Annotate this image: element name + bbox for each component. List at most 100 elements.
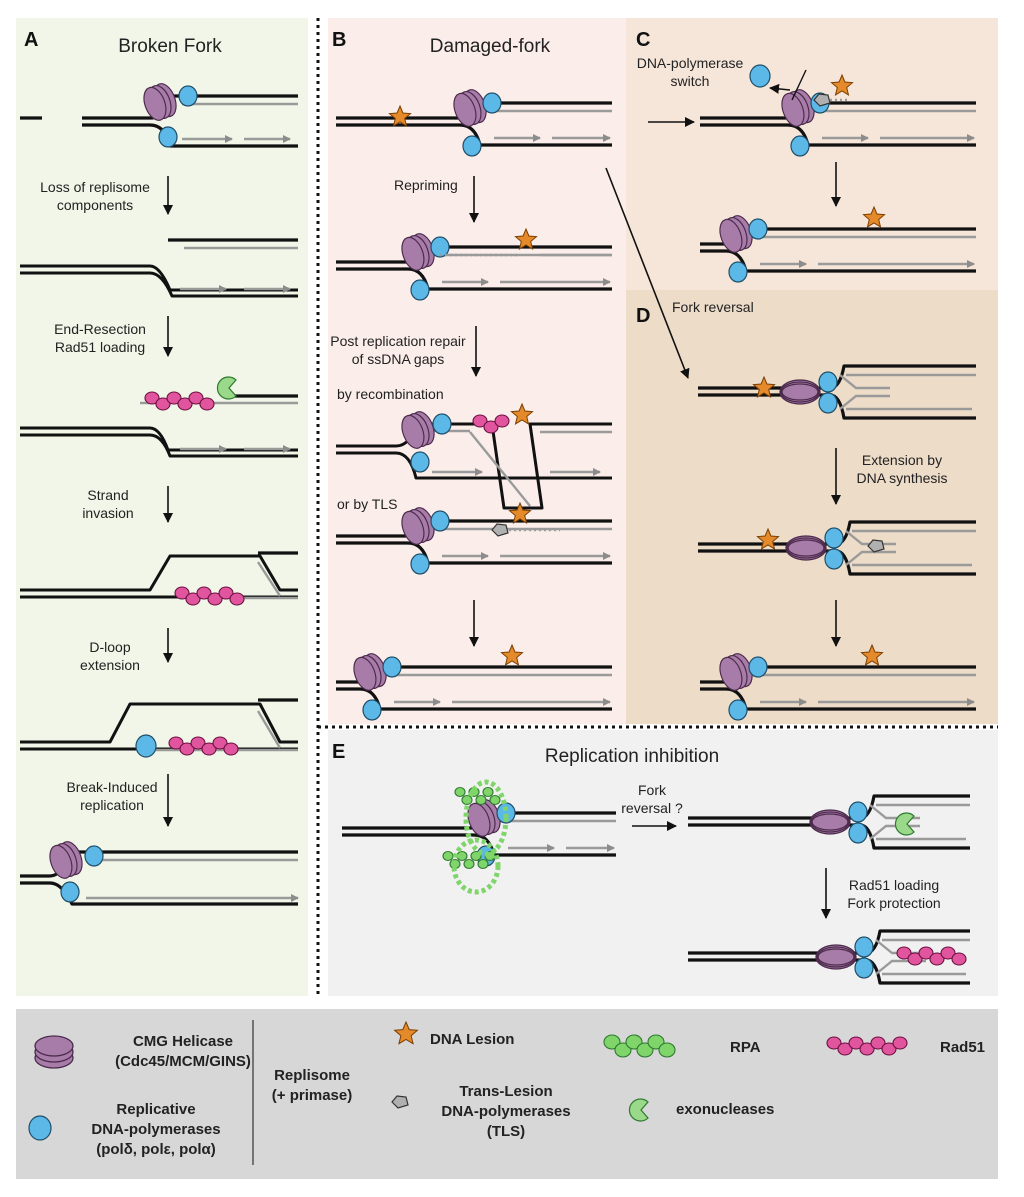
tls-polymerase-icon [491, 523, 509, 537]
rad51-bead [174, 586, 190, 600]
rad51-bead [859, 1042, 875, 1056]
cmg-helicase-icon [453, 89, 487, 127]
panel-e-title: Replication inhibition [545, 746, 719, 767]
cmg-helicase-icon [719, 653, 753, 691]
helicase-ring [467, 802, 491, 837]
rad51-bead [870, 1036, 886, 1050]
rpa-bead [482, 786, 494, 798]
panel-a-letter: A [24, 29, 38, 51]
rad51-icon [896, 946, 967, 966]
helicase-ring [34, 1035, 74, 1057]
dna-lesion-icon [830, 73, 854, 96]
rad51-bead [207, 592, 223, 606]
polymerase-icon [728, 699, 748, 721]
rpa-coil-icon [451, 837, 501, 895]
rad51-bead [190, 736, 206, 750]
legend-replisome-label: Replisome(+ primase) [272, 1067, 352, 1104]
polymerase-icon [848, 801, 868, 823]
polymerase-icon [748, 218, 768, 240]
rad51-icon [168, 736, 239, 756]
dna-nascent-strand [845, 530, 896, 546]
helicase-ring [719, 656, 743, 691]
rpa-bead [463, 858, 475, 870]
polymerase-icon [84, 845, 104, 867]
polymerase-icon [382, 656, 402, 678]
helicase-ring [401, 414, 425, 449]
polymerase-icon [410, 451, 430, 473]
helicase-ring [781, 383, 819, 401]
label-by-recombination: by recombination [337, 386, 444, 402]
panel-e-letter: E [332, 741, 345, 763]
rad51-bead [892, 1036, 908, 1050]
polymerase-icon [462, 135, 482, 157]
polymerase-icon [748, 656, 768, 678]
rpa-bead [442, 850, 454, 862]
exonuclease-icon [628, 1098, 649, 1122]
helicase-ring [817, 948, 855, 966]
polymerase-icon [818, 371, 838, 393]
cmg-helicase-icon [781, 89, 815, 127]
rad51-bead [155, 397, 171, 411]
rad51-bead [179, 742, 195, 756]
rpa-bead [475, 794, 487, 806]
legend-rad51-label: Rad51 [940, 1039, 985, 1056]
rad51-bead [494, 414, 510, 428]
rpa-legend-icon [603, 1034, 676, 1058]
dna-parental-strand [336, 451, 612, 480]
rad51-bead [907, 952, 923, 966]
polymerase-icon [432, 413, 452, 435]
cmg-helicase-icon [815, 944, 857, 970]
rad51-bead [483, 420, 499, 434]
panel-d-bg [626, 290, 998, 724]
rad51-bead [940, 946, 956, 960]
step-arrow-icon [605, 167, 690, 379]
rad51-bead [223, 742, 239, 756]
rad51-bead [929, 952, 945, 966]
step-label-repriming: Repriming [394, 177, 458, 193]
helicase-ring [719, 218, 743, 253]
rad51-bead [896, 946, 912, 960]
dna-lesion-icon [388, 104, 412, 127]
rpa-legend-bead [603, 1034, 621, 1050]
cmg-helicase-icon [401, 507, 435, 545]
rpa-bead [456, 850, 468, 862]
dna-lesion-icon [862, 205, 886, 228]
rad51-bead [848, 1036, 864, 1050]
helicase-ring [811, 813, 849, 831]
polymerase-icon [60, 881, 80, 903]
rpa-bead [489, 794, 501, 806]
exonuclease-icon [216, 376, 237, 400]
rad51-bead [177, 397, 193, 411]
legend-rpa-label: RPA [730, 1039, 761, 1056]
helicase-ring [401, 236, 425, 271]
rad51-bead [144, 391, 160, 405]
dna-lesion-icon [393, 1020, 419, 1045]
legend-lesion-label: DNA Lesion [430, 1031, 514, 1048]
tls-polymerase-icon [813, 93, 831, 107]
rad51-icon [826, 1036, 908, 1056]
polymerase-icon [362, 699, 382, 721]
polymerase-icon [482, 92, 502, 114]
exonuclease-icon [894, 812, 915, 836]
polymerase-icon [158, 126, 178, 148]
switch-line [791, 69, 807, 101]
rad51-bead [188, 391, 204, 405]
rad51-bead [166, 391, 182, 405]
rad51-bead [229, 592, 245, 606]
helicase-ring [49, 844, 73, 879]
helicase-ring [353, 656, 377, 691]
panel-c-bg [626, 18, 998, 290]
panel-b-letter: B [332, 29, 346, 51]
rad51-bead [837, 1042, 853, 1056]
polymerase-icon [135, 734, 157, 758]
dna-lesion-icon [860, 643, 884, 666]
